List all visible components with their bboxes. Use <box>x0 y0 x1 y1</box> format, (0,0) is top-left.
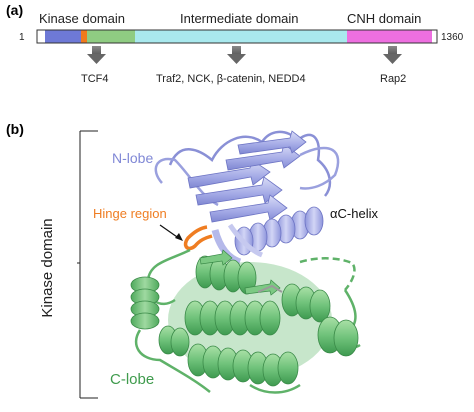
hinge-pointer-arrow <box>159 224 183 241</box>
panel-a-label: (a) <box>6 2 23 18</box>
cnh-domain-label: CNH domain <box>347 11 421 26</box>
c-lobe-helix-middle <box>184 300 281 336</box>
intermediate-domain-label: Intermediate domain <box>180 11 299 26</box>
n-terminal-segment <box>37 30 45 43</box>
alpha-c-helix-label: αC-helix <box>330 206 378 221</box>
tcf4-label: TCF4 <box>81 73 109 85</box>
cnh-segment <box>347 30 432 43</box>
intermediate-segment <box>135 30 347 43</box>
n-lobe-structure <box>154 130 340 266</box>
panel-b-label: (b) <box>6 121 24 137</box>
rap2-arrow <box>383 46 402 64</box>
hinge-segment <box>81 30 87 43</box>
kinase-domain-label: Kinase domain <box>39 11 125 26</box>
kinase-domain-bracket <box>77 130 98 399</box>
c-lobe-helix-left <box>130 276 160 330</box>
panel-b: (b) Kinase domain <box>6 121 378 399</box>
tcf4-arrow <box>87 46 106 64</box>
start-residue: 1 <box>19 32 25 43</box>
kinase-domain-axis-label: Kinase domain <box>39 218 56 317</box>
kinase-c-lobe-segment <box>87 30 135 43</box>
intermediate-interactors-label: Traf2, NCK, β-catenin, NEDD4 <box>156 73 306 85</box>
panel-a: (a) Kinase domain Intermediate domain CN… <box>6 2 464 85</box>
rap2-label: Rap2 <box>380 73 406 85</box>
domain-bar-outline <box>36 29 438 44</box>
c-lobe-helix-right <box>281 283 331 323</box>
hinge-region-label: Hinge region <box>93 206 167 221</box>
c-lobe-helix-top <box>195 255 257 295</box>
c-terminal-segment <box>432 30 437 43</box>
domain-bar <box>36 29 438 44</box>
c-lobe-structure <box>130 248 361 394</box>
c-lobe-helix-left-bottom <box>158 325 190 357</box>
c-lobe-helix-bottom <box>187 343 299 387</box>
end-residue: 1360 <box>441 32 464 43</box>
c-lobe-helix-far-right <box>317 316 359 357</box>
c-lobe-label: C-lobe <box>110 371 154 388</box>
intermediate-arrow <box>227 46 246 64</box>
kinase-n-lobe-segment <box>45 30 81 43</box>
hinge-region-structure <box>183 225 213 251</box>
n-lobe-label: N-lobe <box>112 150 153 166</box>
